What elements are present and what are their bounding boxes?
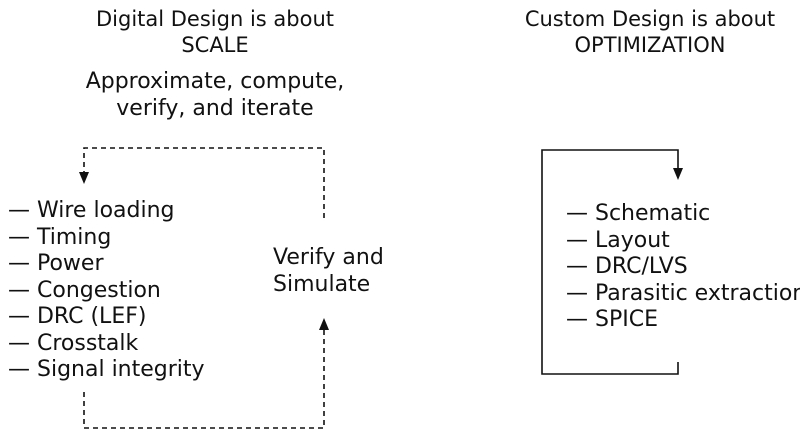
custom-title-line2: OPTIMIZATION bbox=[574, 33, 726, 57]
digital-design-subtitle: Approximate, compute, verify, and iterat… bbox=[50, 68, 380, 122]
list-item: — Congestion bbox=[8, 277, 161, 303]
digital-loop-bottom-arrowhead bbox=[319, 318, 329, 330]
verify-simulate-label: Verify and Simulate bbox=[273, 244, 384, 298]
digital-title-line2: SCALE bbox=[181, 33, 249, 57]
verify-label-line1: Verify and bbox=[273, 245, 384, 270]
list-item: — Signal integrity bbox=[8, 357, 205, 382]
list-item: — Parasitic extraction bbox=[566, 280, 800, 306]
custom-items-list: — Schematic — Layout — DRC/LVS — Parasit… bbox=[566, 201, 800, 334]
custom-title-line1: Custom Design is about bbox=[524, 7, 776, 31]
digital-loop-bottom-arrow bbox=[83, 324, 325, 429]
digital-items-list: — Wire loading — Timing — Power — Conges… bbox=[8, 198, 205, 384]
verify-label-line2: Simulate bbox=[273, 272, 371, 297]
custom-loop-path bbox=[541, 149, 679, 375]
list-item: — SPICE bbox=[566, 307, 658, 332]
list-item: — Wire loading bbox=[8, 198, 175, 223]
digital-loop-top-arrowhead bbox=[79, 172, 89, 184]
list-item: — Timing bbox=[8, 224, 112, 250]
digital-subtitle-line1: Approximate, compute, bbox=[85, 69, 345, 94]
digital-subtitle-line2: verify, and iterate bbox=[116, 96, 314, 121]
custom-design-title: Custom Design is about OPTIMIZATION bbox=[495, 6, 800, 58]
custom-loop-arrowhead bbox=[673, 168, 683, 180]
digital-design-title: Digital Design is about SCALE bbox=[60, 6, 370, 58]
list-item: — DRC/LVS bbox=[566, 254, 688, 279]
list-item: — DRC (LEF) bbox=[8, 304, 147, 329]
list-item: — Schematic bbox=[566, 201, 711, 226]
digital-title-line1: Digital Design is about bbox=[95, 7, 334, 31]
digital-loop-top-arrow bbox=[83, 147, 325, 218]
list-item: — Layout bbox=[566, 227, 670, 253]
list-item: — Crosstalk bbox=[8, 330, 139, 356]
list-item: — Power bbox=[8, 251, 104, 276]
